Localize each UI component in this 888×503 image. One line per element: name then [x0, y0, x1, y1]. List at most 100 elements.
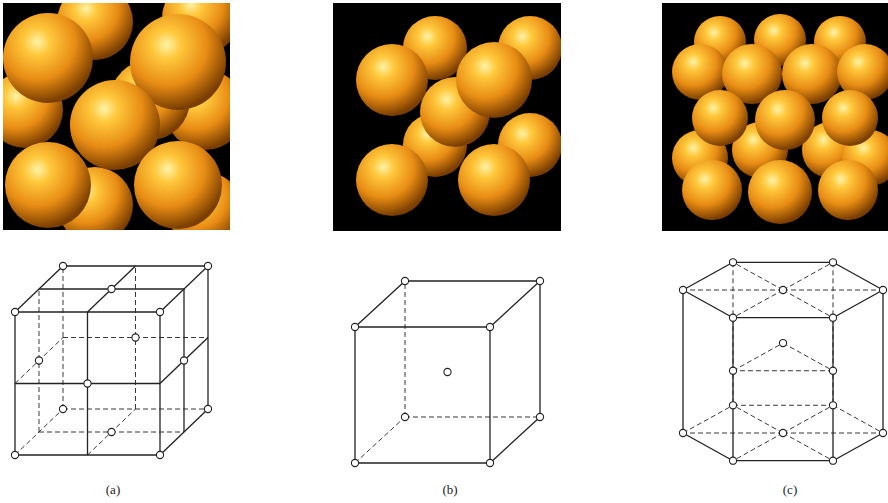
- sphere-model: [662, 3, 888, 231]
- lattice-edge: [355, 462, 490, 463]
- lattice-atom: [351, 323, 358, 330]
- lattice-atom: [879, 429, 886, 436]
- lattice-atom: [204, 405, 211, 412]
- atom-sphere: [822, 90, 878, 146]
- lattice-edge: [539, 281, 540, 417]
- lattice-atom: [351, 459, 358, 466]
- lattice-atom: [829, 457, 836, 464]
- lattice-edge: [833, 262, 883, 290]
- lattice-edge: [733, 262, 833, 263]
- lattice-atom: [35, 357, 42, 364]
- hidden-edge: [683, 433, 783, 434]
- lattice-atom: [779, 286, 786, 293]
- atom-sphere: [134, 141, 222, 229]
- lattice-edge: [833, 433, 883, 461]
- black-background: [333, 3, 561, 231]
- hidden-edge: [783, 343, 833, 371]
- lattice-atom: [180, 357, 187, 364]
- lattice-edge: [683, 433, 733, 461]
- hidden-edge: [733, 370, 833, 371]
- lattice-atom: [486, 459, 493, 466]
- atom-sphere: [818, 160, 878, 220]
- lattice-atom: [108, 428, 115, 435]
- lattice-edge: [355, 326, 490, 327]
- black-background: [662, 3, 888, 231]
- lattice-atom: [156, 451, 163, 458]
- lattice-edge: [490, 417, 540, 463]
- hidden-edge: [733, 262, 783, 290]
- lattice-edge: [489, 327, 490, 463]
- lattice-wireframe: [11, 259, 886, 467]
- lattice-atom: [729, 402, 736, 409]
- hidden-edge: [683, 405, 733, 433]
- atom-sphere: [5, 142, 91, 228]
- atom-sphere: [458, 144, 530, 216]
- lattice-atom: [829, 259, 836, 266]
- hidden-edge: [733, 405, 783, 433]
- hidden-edge: [15, 338, 63, 384]
- lattice-atom: [729, 314, 736, 321]
- lattice-edge: [882, 290, 883, 433]
- lattice-atom: [536, 277, 543, 284]
- hidden-edge: [733, 405, 833, 406]
- hidden-edge: [833, 262, 834, 405]
- lattice-atom: [401, 413, 408, 420]
- atom-sphere: [356, 144, 428, 216]
- lattice-atom: [444, 368, 451, 375]
- lattice-atom: [679, 429, 686, 436]
- lattice-atom: [829, 367, 836, 374]
- hidden-edge: [783, 405, 833, 433]
- lattice-edge: [683, 262, 733, 290]
- hidden-edge: [833, 405, 883, 433]
- lattice-atom: [11, 451, 18, 458]
- lattice-atom: [729, 457, 736, 464]
- lattice-atom: [59, 405, 66, 412]
- lattice-edge: [733, 460, 833, 461]
- lattice-edge: [355, 281, 405, 327]
- lattice-edge: [833, 290, 883, 318]
- hidden-edge: [405, 417, 540, 418]
- lattice-atom: [401, 277, 408, 284]
- lattice-atom: [679, 286, 686, 293]
- hidden-edge: [783, 290, 833, 318]
- panel-label-holder: (a): [106, 482, 120, 498]
- lattice-atom: [84, 380, 91, 387]
- hidden-edge: [733, 343, 783, 371]
- sphere-model: [3, 3, 230, 230]
- atom-sphere: [356, 44, 428, 116]
- atom-sphere: [456, 42, 532, 118]
- panel-label: (c): [783, 482, 797, 498]
- atom-sphere: [692, 90, 748, 146]
- atom-sphere: [682, 160, 742, 220]
- lattice-edge: [405, 280, 540, 281]
- lattice-atom: [536, 413, 543, 420]
- lattice-edge: [490, 281, 540, 327]
- panel-label-holder: (b): [442, 482, 457, 498]
- hidden-edge: [733, 433, 783, 461]
- panel-label-holder: (c): [783, 482, 797, 498]
- lattice-atom: [11, 308, 18, 315]
- hidden-edge: [355, 417, 405, 463]
- panel-label: (a): [106, 482, 120, 498]
- lattice-atom: [879, 286, 886, 293]
- hidden-edge: [783, 433, 833, 461]
- lattice-atom: [729, 367, 736, 374]
- hidden-edge: [733, 290, 783, 318]
- lattice-atom: [486, 323, 493, 330]
- lattice-atom: [156, 308, 163, 315]
- lattice-atom: [829, 402, 836, 409]
- hidden-edge: [405, 281, 406, 417]
- lattice-atom: [204, 262, 211, 269]
- panel-label: (b): [442, 482, 457, 498]
- lattice-edge: [354, 327, 355, 463]
- lattice-atom: [132, 334, 139, 341]
- lattice-atom: [729, 259, 736, 266]
- lattice-edge: [682, 290, 683, 433]
- lattice-atom: [829, 314, 836, 321]
- hidden-edge: [733, 262, 734, 405]
- sphere-model: [333, 3, 561, 231]
- lattice-edge: [733, 317, 833, 318]
- lattice-atom: [59, 262, 66, 269]
